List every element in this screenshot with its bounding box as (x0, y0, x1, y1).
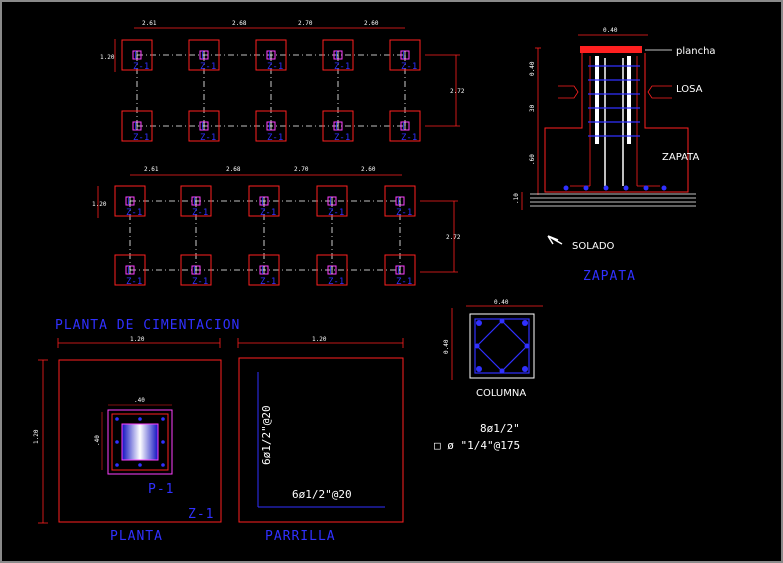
footing-label: Z-1 (126, 277, 142, 287)
column-stirrups: □ ø "1/4"@175 (434, 439, 520, 452)
column-detail: 0.40 0.40 COLUMNA 8ø1/2" □ ø "1/4"@175 (434, 299, 543, 452)
foundation-plan-top: Z-1Z-1Z-1Z-1Z-1Z-1Z-1Z-1Z-1Z-1 2.61 2.68… (100, 20, 465, 143)
section-vdim-1: 0.40 (529, 61, 536, 76)
grid-vertical-bars: 6ø1/2"@20 (260, 405, 273, 465)
bay-width-dim-2: 1.20 (92, 201, 107, 208)
footing-z1: Z-1 (255, 110, 287, 143)
footing-z1: Z-1 (316, 254, 348, 287)
footing-label: Z-1 (192, 277, 208, 287)
span-dim-8: 2.60 (361, 166, 376, 173)
footing-z1: Z-1 (248, 254, 280, 287)
footing-label: Z-1 (200, 62, 216, 72)
footing-label: Z-1 (267, 62, 283, 72)
footing-z1: Z-1 (255, 39, 287, 72)
pedestal-dim-v: .40 (94, 435, 101, 446)
bay-depth-dim-1: 2.72 (450, 88, 465, 95)
plan-title: PLANTA DE CIMENTACION (55, 318, 240, 333)
footing-z1: Z-1 (180, 185, 212, 218)
base-label: SOLADO (572, 241, 615, 252)
footing-plan: 1.20 1.20 .40 .40 P-1 Z-1 PLANTA (33, 336, 222, 544)
section-title: ZAPATA (583, 269, 636, 284)
footing-z1: Z-1 (389, 39, 421, 72)
footing-label: Z-1 (401, 62, 417, 72)
column-section-fill (121, 423, 159, 461)
footing-width-dim: 1.20 (130, 336, 145, 343)
footing-plan-label: Z-1 (188, 507, 214, 522)
column-top-dim: 0.40 (494, 299, 509, 306)
footing-label: Z-1 (334, 133, 350, 143)
section-vdim-3: .60 (529, 154, 536, 165)
footing-label: Z-1 (396, 277, 412, 287)
span-dim-3: 2.70 (298, 20, 313, 27)
footing-height-dim: 1.20 (33, 429, 40, 444)
grid-horizontal-bars: 6ø1/2"@20 (292, 488, 352, 501)
footing-z1: Z-1 (316, 185, 348, 218)
footing-label: Z-1 (260, 208, 276, 218)
column-side-dim: 0.40 (443, 339, 450, 354)
span-dim-1: 2.61 (142, 20, 157, 27)
footing-label: Z-1 (192, 208, 208, 218)
footing-label: Z-1 (401, 133, 417, 143)
footing-label: Z-1 (328, 277, 344, 287)
footing-z1: Z-1 (322, 39, 354, 72)
footing-z1: Z-1 (121, 39, 153, 72)
footing-z1: Z-1 (180, 254, 212, 287)
slab-label: LOSA (676, 84, 703, 95)
footing-label: Z-1 (396, 208, 412, 218)
bay-depth-dim-2: 2.72 (446, 234, 461, 241)
section-vdim-2: 30 (529, 104, 536, 112)
span-dim-5: 2.61 (144, 166, 159, 173)
grid-detail: 1.20 6ø1/2"@20 6ø1/2"@20 PARRILLA (237, 336, 404, 544)
span-dim-7: 2.70 (294, 166, 309, 173)
footing-z1: Z-1 (384, 254, 416, 287)
column-caption: COLUMNA (476, 388, 526, 399)
footing-label: Z-1 (267, 133, 283, 143)
column-main-bars: 8ø1/2" (480, 422, 520, 435)
section-vdim-4: .10 (513, 193, 520, 204)
footing-label: Z-1 (328, 208, 344, 218)
footing-section: 0.40 plancha 0.40 30 .60 .10 LOSA ZAP (513, 27, 716, 284)
span-dim-6: 2.68 (226, 166, 241, 173)
footing-label: Z-1 (334, 62, 350, 72)
grid-caption: PARRILLA (265, 529, 336, 544)
footing-z1: Z-1 (188, 39, 220, 72)
footing-label: Z-1 (133, 133, 149, 143)
footing-label: Z-1 (260, 277, 276, 287)
footing-label: Z-1 (133, 62, 149, 72)
pedestal-label: P-1 (148, 482, 174, 497)
section-footing-label: ZAPATA (662, 152, 699, 163)
span-dim-4: 2.60 (364, 20, 379, 27)
footing-z1: Z-1 (114, 254, 146, 287)
footing-z1: Z-1 (188, 110, 220, 143)
footing-label: Z-1 (126, 208, 142, 218)
pedestal-dim-h: .40 (134, 397, 145, 404)
footing-z1: Z-1 (322, 110, 354, 143)
footing-label: Z-1 (200, 133, 216, 143)
bay-width-dim-1: 1.20 (100, 54, 115, 61)
footing-z1: Z-1 (248, 185, 280, 218)
footing-z1: Z-1 (114, 185, 146, 218)
footing-z1: Z-1 (384, 185, 416, 218)
footing-z1: Z-1 (121, 110, 153, 143)
section-top-dim: 0.40 (603, 27, 618, 34)
steel-plate (580, 46, 642, 53)
footing-z1: Z-1 (389, 110, 421, 143)
grid-width-dim: 1.20 (312, 336, 327, 343)
plate-label: plancha (676, 46, 716, 57)
foundation-plan-bottom: Z-1Z-1Z-1Z-1Z-1Z-1Z-1Z-1Z-1Z-1 2.61 2.68… (92, 166, 461, 287)
footing-plan-caption: PLANTA (110, 529, 163, 544)
span-dim-2: 2.68 (232, 20, 247, 27)
